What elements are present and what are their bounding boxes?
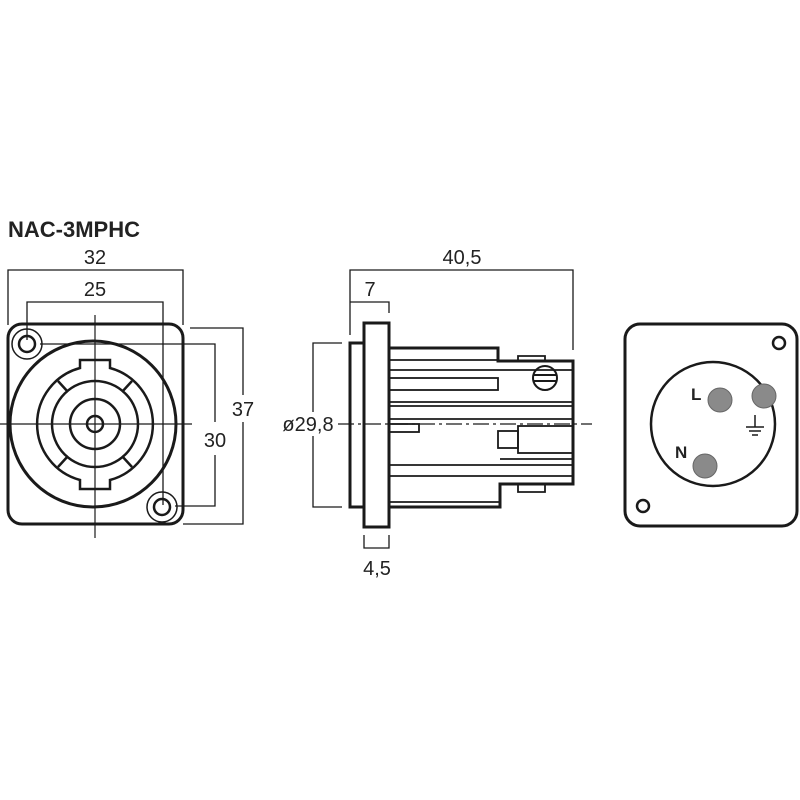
front-view: 32 25 37 30 <box>0 247 254 538</box>
front-keyed-ring <box>35 358 155 491</box>
dim-lines-front <box>7 269 244 525</box>
rear-ring <box>649 360 777 488</box>
side-body <box>389 346 575 509</box>
dim-37: 37 <box>232 399 254 421</box>
rear-hole-top-right <box>771 335 787 351</box>
dim-25: 25 <box>84 279 106 301</box>
side-screw-icon <box>532 365 558 391</box>
dim-40-5: 40,5 <box>443 247 482 269</box>
side-view: 40,5 7 ø29,8 4,5 <box>282 247 592 580</box>
side-front-plate <box>348 341 366 509</box>
rear-hole-bottom-left <box>635 498 651 514</box>
mounting-hole-bottom-right <box>146 491 178 523</box>
dim-4-5: 4,5 <box>363 558 391 580</box>
front-latch-marks <box>57 380 133 468</box>
dim-30: 30 <box>204 430 226 452</box>
model-title: NAC-3MPHC <box>8 217 140 242</box>
side-body-details <box>388 355 574 503</box>
pin-label-l: L <box>691 385 701 404</box>
pin-ground <box>751 383 777 409</box>
side-flange <box>362 321 391 529</box>
dim-lines-side <box>312 269 574 549</box>
dim-diameter-29-8: ø29,8 <box>282 414 333 436</box>
dim-7: 7 <box>364 279 375 301</box>
ground-symbol-icon <box>746 415 764 436</box>
pin-l <box>707 387 733 413</box>
dim-32: 32 <box>84 247 106 269</box>
pin-label-n: N <box>675 443 687 462</box>
rear-plate <box>623 322 799 528</box>
pin-n <box>692 453 718 479</box>
rear-view: L N <box>623 322 799 528</box>
